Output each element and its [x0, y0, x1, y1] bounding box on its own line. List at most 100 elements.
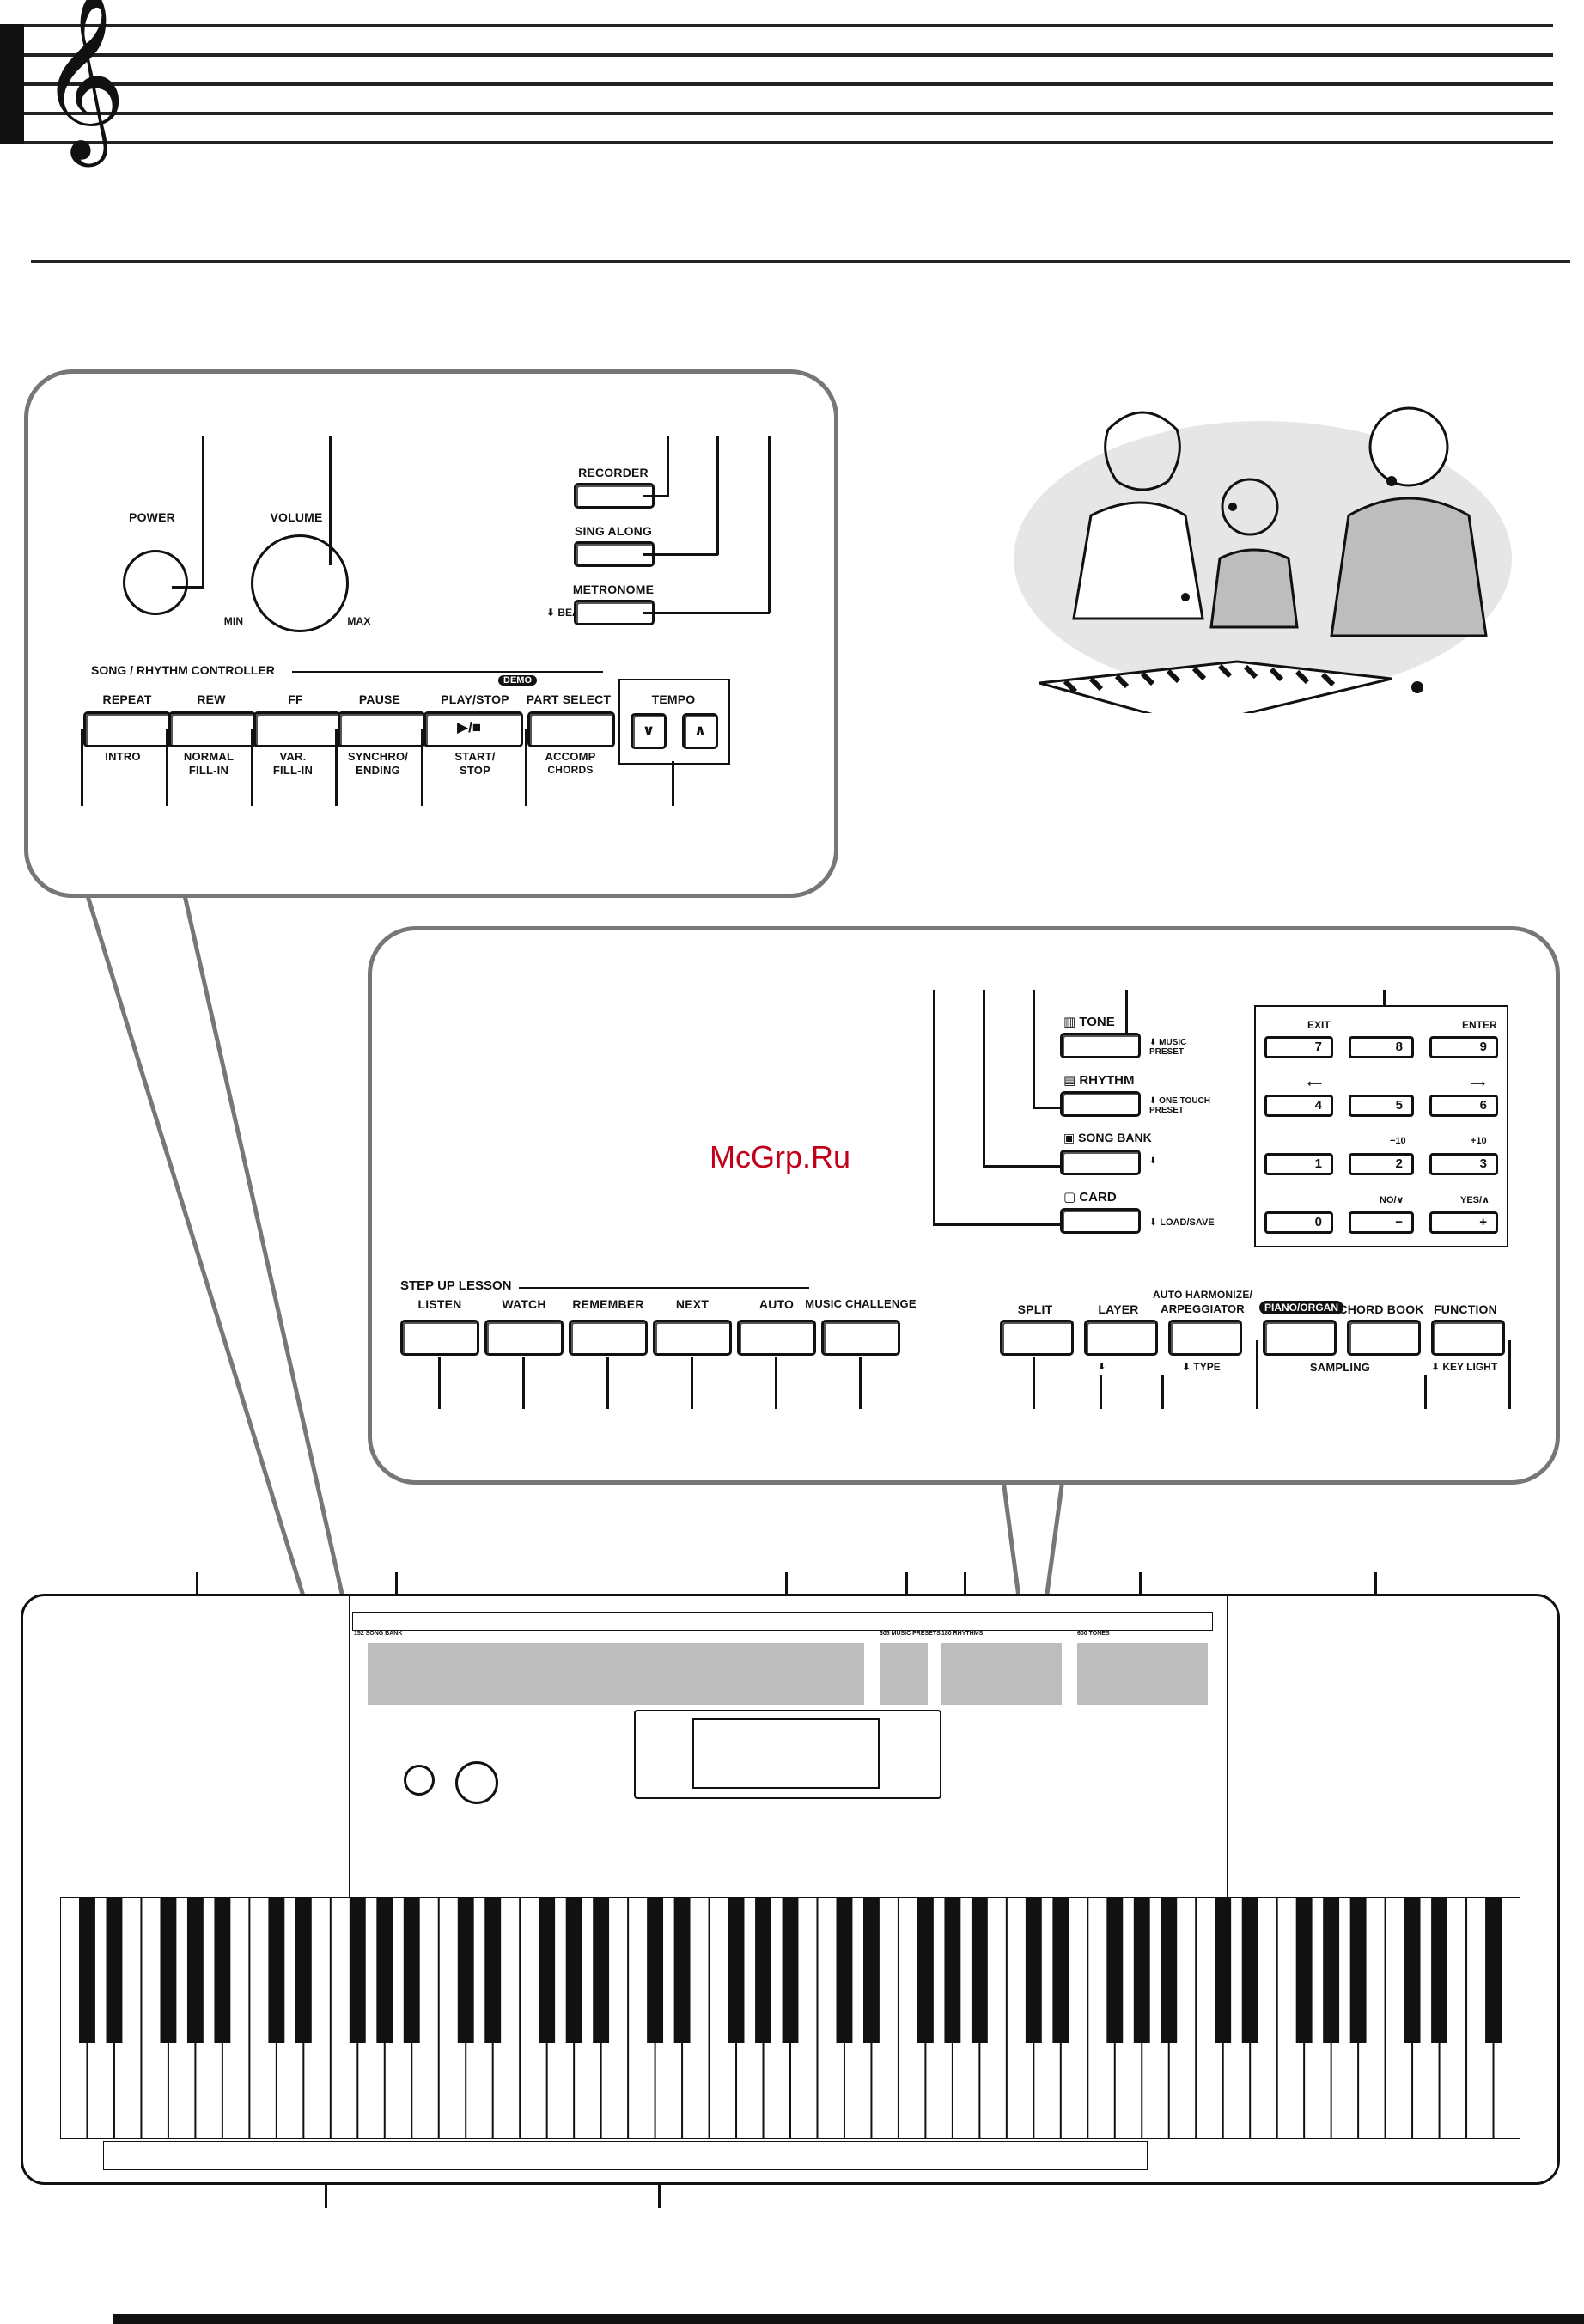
num-4-button[interactable]: 4	[1264, 1095, 1333, 1117]
header-bar	[0, 24, 24, 144]
rhythm-button[interactable]	[1060, 1091, 1141, 1117]
callout-line	[1383, 990, 1386, 1007]
callout-line	[1161, 1375, 1164, 1409]
load-save-label: ⬇ LOAD/SAVE	[1149, 1217, 1215, 1228]
black-key	[457, 1897, 474, 2043]
callout-line	[1125, 990, 1128, 1048]
callout-line	[525, 729, 527, 806]
repeat-button[interactable]	[83, 711, 171, 747]
piano-organ-button[interactable]	[1263, 1320, 1337, 1356]
rew-button[interactable]	[168, 711, 256, 747]
black-key	[917, 1897, 934, 2043]
minus-button[interactable]: −	[1349, 1211, 1414, 1234]
staff-line	[24, 24, 1553, 27]
tone-button[interactable]	[1060, 1033, 1141, 1058]
plus10-label: +10	[1471, 1136, 1487, 1146]
callout-line	[329, 436, 332, 565]
black-key	[1215, 1897, 1232, 2043]
chord-book-button[interactable]	[1347, 1320, 1421, 1356]
layer-button[interactable]	[1084, 1320, 1158, 1356]
callout-line	[251, 729, 253, 806]
exit-label: EXIT	[1307, 1019, 1331, 1031]
tempo-down-button[interactable]: ∨	[631, 713, 667, 749]
yes-label: YES/∧	[1460, 1195, 1490, 1205]
top-strip	[352, 1612, 1213, 1631]
next-button[interactable]	[653, 1320, 732, 1356]
recorder-button[interactable]	[574, 483, 655, 509]
auto-label: AUTO	[758, 1297, 795, 1311]
black-key	[268, 1897, 285, 2043]
listen-label: LISTEN	[417, 1297, 462, 1311]
song-bank-label: ▣ SONG BANK	[1063, 1131, 1152, 1144]
left-arrow-icon: ⟵	[1307, 1077, 1323, 1089]
callout-line	[691, 1357, 693, 1409]
part-select-button[interactable]	[527, 711, 615, 747]
callout-line	[933, 990, 935, 1225]
sing-along-button[interactable]	[574, 541, 655, 567]
demo-badge: DEMO	[498, 675, 537, 686]
pause-button[interactable]	[338, 711, 425, 747]
split-button[interactable]	[1000, 1320, 1074, 1356]
function-label: FUNCTION	[1434, 1302, 1497, 1316]
num-8-button[interactable]: 8	[1349, 1036, 1414, 1058]
black-key	[1431, 1897, 1447, 2043]
music-challenge-button[interactable]	[821, 1320, 900, 1356]
family-illustration-icon	[1014, 406, 1512, 713]
num-3-button[interactable]: 3	[1429, 1153, 1498, 1175]
rhythm-list-band	[941, 1643, 1062, 1705]
staff-line	[24, 141, 1553, 144]
mini-power-button[interactable]	[404, 1765, 435, 1796]
card-label: ▢ CARD	[1063, 1190, 1117, 1205]
tempo-up-button[interactable]: ∧	[682, 713, 718, 749]
auto-button[interactable]	[737, 1320, 816, 1356]
black-key	[836, 1897, 853, 2043]
numpad-frame	[1254, 1005, 1508, 1247]
song-bank-strip-label: 152 SONG BANK	[354, 1631, 403, 1637]
divider	[292, 671, 603, 673]
num-1-button[interactable]: 1	[1264, 1153, 1333, 1175]
staff-line	[24, 82, 1553, 86]
mid-callout-bubble	[368, 926, 1560, 1485]
num-2-button[interactable]: 2	[1349, 1153, 1414, 1175]
callout-line	[1424, 1375, 1427, 1409]
song-list-band	[368, 1643, 864, 1705]
song-bank-button[interactable]	[1060, 1150, 1141, 1175]
black-key	[1485, 1897, 1502, 2043]
mini-volume-knob[interactable]	[455, 1761, 498, 1804]
num-7-button[interactable]: 7	[1264, 1036, 1333, 1058]
var-label: VAR.	[279, 750, 307, 763]
black-key	[1295, 1897, 1313, 2043]
auto-harmonize-button[interactable]	[1168, 1320, 1242, 1356]
remember-button[interactable]	[569, 1320, 648, 1356]
card-button[interactable]	[1060, 1208, 1141, 1234]
layer-save-icon: ⬇	[1098, 1362, 1106, 1372]
song-bank-save-icon: ⬇	[1149, 1156, 1157, 1166]
num-6-button[interactable]: 6	[1429, 1095, 1498, 1117]
tone-label: ▥ TONE	[1063, 1015, 1115, 1029]
num-0-button[interactable]: 0	[1264, 1211, 1333, 1234]
num-5-button[interactable]: 5	[1349, 1095, 1414, 1117]
black-key	[673, 1897, 691, 2043]
function-button[interactable]	[1431, 1320, 1505, 1356]
callout-line	[202, 436, 204, 588]
volume-knob[interactable]	[251, 534, 349, 632]
power-label: POWER	[129, 510, 175, 524]
num-9-button[interactable]: 9	[1429, 1036, 1498, 1058]
black-key	[79, 1897, 95, 2043]
callout-line	[643, 495, 668, 497]
play-stop-button[interactable]: ▶/■	[423, 711, 523, 747]
watch-button[interactable]	[484, 1320, 564, 1356]
callout-line	[1256, 1340, 1258, 1409]
sampling-label: SAMPLING	[1309, 1361, 1371, 1374]
black-key	[349, 1897, 366, 2043]
plus-button[interactable]: +	[1429, 1211, 1498, 1234]
black-key	[539, 1897, 556, 2043]
arpeggiator-label: ARPEGGIATOR	[1161, 1302, 1245, 1315]
callout-line	[522, 1357, 525, 1409]
ff-button[interactable]	[253, 711, 341, 747]
power-button[interactable]	[123, 550, 188, 615]
listen-button[interactable]	[400, 1320, 479, 1356]
preset-list-band	[880, 1643, 928, 1705]
black-key	[782, 1897, 799, 2043]
black-key	[565, 1897, 582, 2043]
